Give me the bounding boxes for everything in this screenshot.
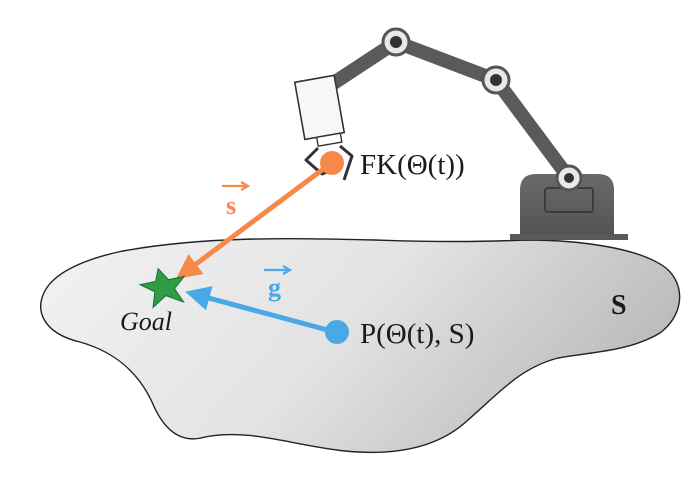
- vector-s-arrow: [175, 161, 332, 279]
- vector-g-arrow: [185, 286, 336, 335]
- fk-point: [320, 151, 344, 175]
- robot-joint-elbow: [481, 65, 511, 95]
- p-point: [325, 320, 349, 344]
- goal-label: Goal: [120, 307, 172, 336]
- fk-label: FK(Θ(t)): [360, 149, 465, 181]
- svg-text:s: s: [226, 191, 236, 220]
- surface-label: S: [611, 290, 627, 321]
- goal-star-icon: [138, 267, 186, 309]
- robot-joint-base: [555, 164, 583, 192]
- robot-joint-shoulder: [381, 27, 411, 57]
- vector-g-label: g: [264, 265, 293, 302]
- robot-gripper: [293, 74, 354, 181]
- vector-s-label: s: [222, 181, 251, 220]
- svg-text:g: g: [268, 273, 281, 302]
- p-label: P(Θ(t), S): [360, 318, 474, 350]
